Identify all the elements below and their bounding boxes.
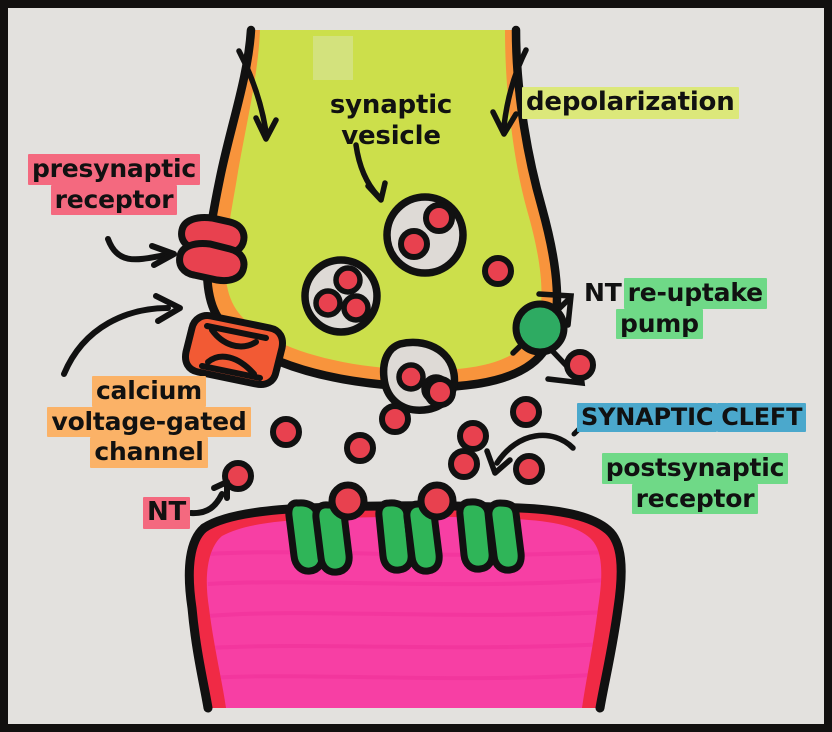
label-postsynaptic-receptor: postsynaptic receptor	[570, 453, 820, 514]
nt-reuptake-label-line1: re-uptake	[623, 278, 767, 309]
synaptic-vesicle-arrow	[353, 142, 388, 203]
nt-label-arrow	[188, 479, 230, 517]
paper-artifact	[313, 36, 353, 80]
synaptic-cleft-label-line2: CLEFT	[717, 403, 807, 433]
presynaptic-receptor	[176, 214, 248, 285]
calcium-voltage-gated-channel	[182, 312, 286, 388]
paper-background: presynaptic receptor synaptic vesicle de…	[8, 8, 824, 724]
cleft-neurotransmitters	[222, 376, 545, 492]
neurotransmitter-dot	[513, 453, 545, 485]
postsynaptic-outline-left	[184, 523, 213, 713]
label-synaptic-vesicle: synaptic vesicle	[296, 90, 486, 151]
synaptic-vesicle-label-line1: synaptic	[329, 90, 453, 120]
calcium-channel-label-line2: voltage-gated	[47, 406, 251, 437]
postsynaptic-receptor	[285, 481, 368, 576]
calcium-channel-label-line1: calcium	[91, 376, 207, 407]
postsynaptic-receptor	[456, 498, 525, 574]
docked-neurotransmitter	[417, 481, 457, 521]
nt-reuptake-pump	[510, 291, 586, 387]
neurotransmitter-dot	[482, 255, 514, 287]
neurotransmitter-dot	[379, 403, 411, 435]
label-nt: NT	[143, 497, 191, 529]
synaptic-cleft-label-line1: SYNAPTIC	[577, 403, 718, 433]
neurotransmitter-dot	[270, 416, 302, 448]
depolarization-label-text: depolarization	[522, 87, 739, 119]
presynaptic-receptor-arrow	[105, 236, 177, 268]
calcium-channel-label-line3: channel	[90, 437, 208, 468]
nt-reuptake-prefix: NT	[584, 278, 622, 307]
label-calcium-voltage-gated-channel: calcium voltage-gated channel	[24, 376, 274, 468]
synaptic-vesicle	[301, 256, 381, 336]
neurotransmitter-dot	[222, 460, 254, 492]
presynaptic-receptor-label-line1: presynaptic	[27, 154, 201, 185]
neurotransmitter-dot	[448, 448, 480, 480]
neurotransmitter-dot	[564, 349, 596, 381]
marker-streaks	[207, 550, 602, 681]
synapse-illustration	[61, 25, 626, 713]
postsynaptic-receptor	[375, 481, 457, 575]
postsynaptic-receptor-label-line1: postsynaptic	[601, 453, 789, 484]
label-depolarization: depolarization	[522, 87, 739, 119]
docked-neurotransmitter	[328, 481, 368, 521]
nt-label-text: NT	[143, 497, 191, 529]
neurotransmitter-dot	[344, 432, 376, 464]
neurotransmitter-dot	[424, 376, 456, 408]
neurotransmitter-dot	[510, 396, 542, 428]
calcium-channel-arrow	[61, 293, 183, 377]
synaptic-vesicle	[383, 193, 467, 277]
label-presynaptic-receptor: presynaptic receptor	[14, 154, 214, 215]
neurotransmitter-dot	[457, 420, 489, 452]
postsynaptic-receptor-label-line2: receptor	[631, 483, 759, 514]
depolarization-arrows	[236, 47, 529, 142]
nt-reuptake-label-line2: pump	[616, 308, 703, 339]
postsynaptic-receptor-arrow	[484, 432, 576, 476]
presynaptic-receptor-label-line2: receptor	[50, 184, 178, 215]
reuptake-pump-body	[512, 300, 568, 356]
synaptic-vesicle-label-line2: vesicle	[341, 120, 441, 151]
